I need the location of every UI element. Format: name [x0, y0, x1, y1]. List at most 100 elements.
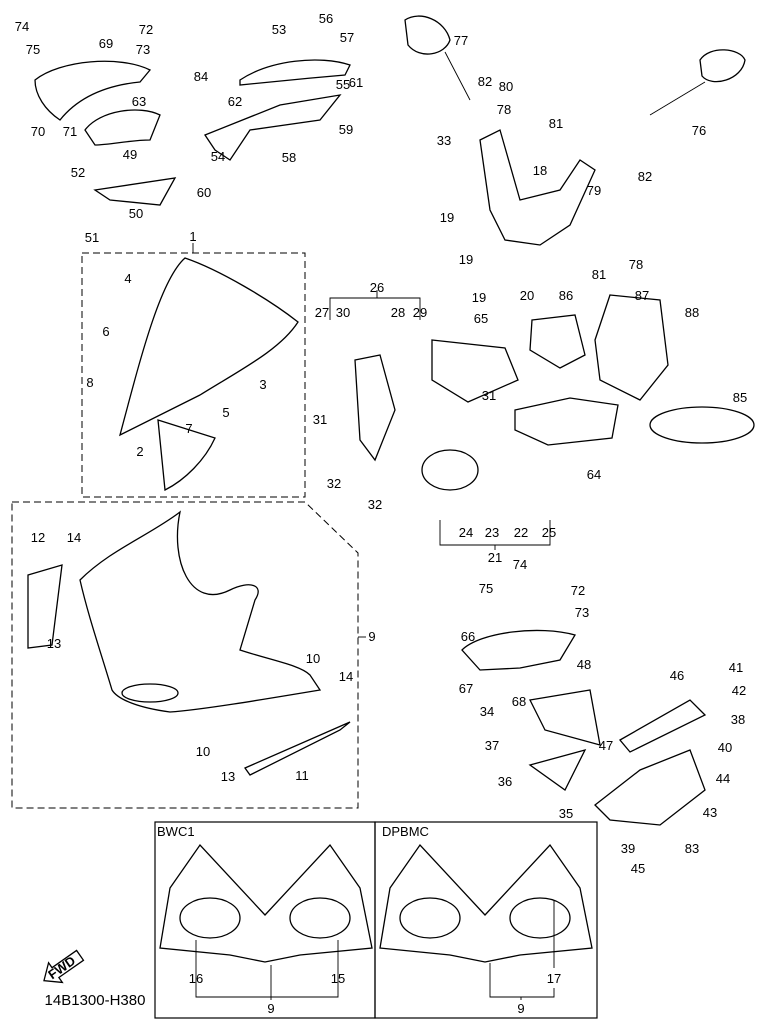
- callout-72: 72: [139, 22, 153, 37]
- callout: 9: [267, 1001, 274, 1016]
- duct-87: [594, 294, 669, 401]
- callout-10: 10: [196, 744, 210, 759]
- callout-81: 81: [549, 116, 563, 131]
- callout-83: 83: [685, 841, 699, 856]
- callout-51: 51: [85, 230, 99, 245]
- callout: 9: [517, 1001, 524, 1016]
- callout-8: 8: [86, 375, 93, 390]
- callout-21: 21: [488, 550, 502, 565]
- callout-13: 13: [221, 769, 235, 784]
- callout-65: 65: [474, 311, 488, 326]
- callout-79: 79: [587, 183, 601, 198]
- callout-28: 28: [391, 305, 405, 320]
- callout-43: 43: [703, 805, 717, 820]
- callout-4: 4: [124, 271, 131, 286]
- callout-60: 60: [197, 185, 211, 200]
- callout: 17: [547, 971, 561, 986]
- stay-54: [204, 94, 342, 161]
- callout-55: 55: [336, 77, 350, 92]
- front-cowl: [79, 510, 322, 713]
- callout-58: 58: [282, 150, 296, 165]
- callout-36: 36: [498, 774, 512, 789]
- callout-64: 64: [587, 467, 601, 482]
- duct-34: [529, 689, 601, 746]
- mirror-right: [699, 49, 746, 83]
- callout-26: 26: [370, 280, 384, 295]
- callout-71: 71: [63, 124, 77, 139]
- duct-64: [514, 397, 619, 446]
- callout-81: 81: [592, 267, 606, 282]
- mirror-left: [404, 15, 451, 55]
- duct-85: [649, 406, 755, 444]
- callout-76: 76: [692, 123, 706, 138]
- callout-52: 52: [71, 165, 85, 180]
- callout-20: 20: [520, 288, 534, 303]
- callout-80: 80: [499, 79, 513, 94]
- inner-panel: [157, 419, 216, 492]
- callout-10: 10: [306, 651, 320, 666]
- callout-33: 33: [437, 133, 451, 148]
- callout-69: 69: [99, 36, 113, 51]
- callout-3: 3: [259, 377, 266, 392]
- dpbmc-right-opening: [509, 897, 571, 939]
- callout-24: 24: [459, 525, 473, 540]
- callout-19: 19: [459, 252, 473, 267]
- callout-5: 5: [222, 405, 229, 420]
- callout-67: 67: [459, 681, 473, 696]
- callout-73: 73: [575, 605, 589, 620]
- side-cover-left: [27, 564, 63, 649]
- lower-trim: [244, 721, 351, 776]
- variant-label-dpbmc: DPBMC: [382, 824, 429, 839]
- bwc1-right-opening: [289, 897, 351, 939]
- callout-23: 23: [485, 525, 499, 540]
- callout-13: 13: [47, 636, 61, 651]
- callout-84: 84: [194, 69, 208, 84]
- callout-53: 53: [272, 22, 286, 37]
- stay-35: [528, 748, 587, 791]
- callout-30: 30: [336, 305, 350, 320]
- callout-57: 57: [340, 30, 354, 45]
- callout-32: 32: [327, 476, 341, 491]
- group-box-9: [11, 501, 359, 809]
- callout-1: 1: [189, 229, 196, 244]
- cover-38: [619, 699, 707, 753]
- callout-6: 6: [102, 324, 109, 339]
- callout-54: 54: [211, 149, 225, 164]
- callout-12: 12: [31, 530, 45, 545]
- callout-44: 44: [716, 771, 730, 786]
- callout-40: 40: [718, 740, 732, 755]
- callout-39: 39: [621, 841, 635, 856]
- callout-2: 2: [136, 444, 143, 459]
- callout-77: 77: [454, 33, 468, 48]
- callout-74: 74: [513, 557, 527, 572]
- callout-62: 62: [228, 94, 242, 109]
- callout-19: 19: [440, 210, 454, 225]
- callout-72: 72: [571, 583, 585, 598]
- callout-63: 63: [132, 94, 146, 109]
- callout-66: 66: [461, 629, 475, 644]
- callout-48: 48: [577, 657, 591, 672]
- duct-cover-69: [34, 60, 152, 121]
- callout-70: 70: [31, 124, 45, 139]
- callout-11: 11: [295, 768, 309, 783]
- callout-31: 31: [482, 388, 496, 403]
- group-box-1: [81, 252, 306, 498]
- panel-39: [594, 749, 706, 826]
- callout-27: 27: [315, 305, 329, 320]
- callout-86: 86: [559, 288, 573, 303]
- callout-74: 74: [15, 19, 29, 34]
- callout-34: 34: [480, 704, 494, 719]
- callout: 16: [189, 971, 203, 986]
- fwd-arrow-icon: FWD: [43, 949, 85, 984]
- callout-19: 19: [472, 290, 486, 305]
- callout-14: 14: [339, 669, 353, 684]
- duct-86: [529, 314, 586, 369]
- callout-32: 32: [368, 497, 382, 512]
- callout-31: 31: [313, 412, 327, 427]
- callout-78: 78: [497, 102, 511, 117]
- callout: 15: [331, 971, 345, 986]
- variant-label-bwc1: BWC1: [157, 824, 195, 839]
- callout-73: 73: [136, 42, 150, 57]
